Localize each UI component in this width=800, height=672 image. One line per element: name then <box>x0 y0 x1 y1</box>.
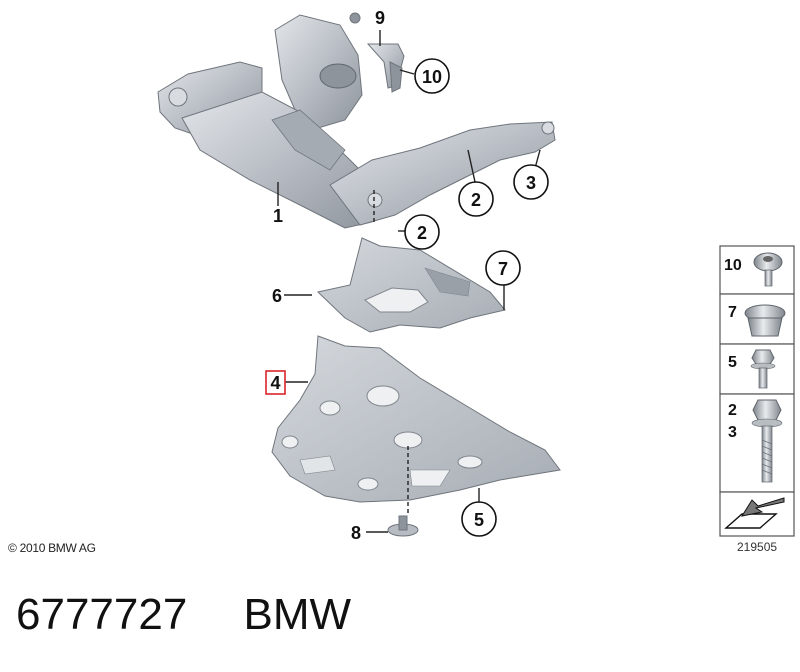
callout-9-label: 9 <box>375 8 385 28</box>
callout-3-label: 3 <box>526 173 536 193</box>
clip-part-8 <box>387 515 419 537</box>
legend-label-7: 7 <box>728 304 737 321</box>
brand-name: BMW <box>243 590 352 639</box>
callout-5[interactable]: 5 <box>461 501 497 537</box>
legend-label-5: 5 <box>728 354 737 371</box>
callout-8-label: 8 <box>351 523 361 543</box>
callout-2-lower[interactable]: 2 <box>404 214 440 250</box>
callout-1-label: 1 <box>273 206 283 226</box>
callout-2-lower-circle <box>404 214 440 250</box>
callout-7-circle <box>485 250 521 286</box>
fastener-legend: 10 7 5 2 3 <box>719 245 795 537</box>
hex-bolt-icon <box>751 399 783 483</box>
underbody-shield-6 <box>316 237 506 333</box>
callout-6[interactable]: 6 <box>272 286 282 306</box>
callout-2-upper-circle <box>458 181 494 217</box>
diagram-reference-number: 219505 <box>737 540 778 554</box>
callout-3-circle <box>513 164 549 200</box>
legend-label-3: 3 <box>728 424 737 441</box>
legend-cell-10 <box>719 245 795 295</box>
callout-5-circle <box>461 501 497 537</box>
callout-7-label: 7 <box>498 259 508 279</box>
bracket-part-9-10 <box>366 43 405 93</box>
callout-4-highlighted[interactable]: 4 <box>265 370 286 395</box>
underbody-panel-4 <box>271 335 561 503</box>
callout-9[interactable]: 9 <box>375 8 385 28</box>
callout-10-label: 10 <box>422 67 442 87</box>
callout-1[interactable]: 1 <box>273 206 283 226</box>
callout-10[interactable]: 10 <box>414 58 450 94</box>
front-axle-carrier <box>157 12 556 229</box>
callout-6-label: 6 <box>272 286 282 306</box>
callout-8[interactable]: 8 <box>351 523 361 543</box>
highlight-box <box>265 370 286 395</box>
legend-label-2: 2 <box>728 402 737 419</box>
copyright-notice: © 2010 BMW AG <box>8 541 96 555</box>
part-footer: 6777727 BMW <box>16 590 351 640</box>
callout-10-circle <box>414 58 450 94</box>
legend-label-10: 10 <box>724 257 742 274</box>
callout-2-upper-label: 2 <box>471 190 481 210</box>
arrow-to-plate-icon <box>724 497 785 529</box>
callout-2-lower-label: 2 <box>417 223 427 243</box>
callout-2-upper[interactable]: 2 <box>458 181 494 217</box>
callout-7[interactable]: 7 <box>485 250 521 286</box>
hex-flange-screw-icon <box>750 349 776 389</box>
torx-screw-icon <box>753 252 783 287</box>
part-number: 6777727 <box>16 590 188 639</box>
callout-3[interactable]: 3 <box>513 164 549 200</box>
expanding-rivet-icon <box>744 304 786 337</box>
callout-5-label: 5 <box>474 510 484 530</box>
callout-4-label: 4 <box>270 373 280 393</box>
